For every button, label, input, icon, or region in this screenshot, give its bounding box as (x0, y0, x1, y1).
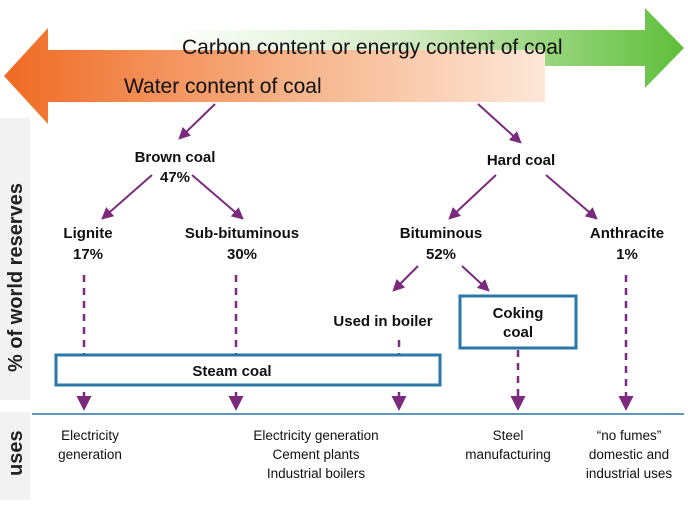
use-anthracite-line2: domestic and (589, 447, 669, 462)
arrow-to-lignite (101, 174, 153, 220)
arrow-to-sub-bituminous (191, 174, 244, 220)
sub-bituminous-percent: 30% (227, 246, 257, 263)
use-anthracite-line3: industrial uses (586, 466, 673, 481)
use-sub-bituminous-line2: Cement plants (272, 447, 359, 462)
steam-coal-label: Steam coal (192, 363, 271, 380)
uses-axis-label: uses (5, 430, 27, 476)
use-coking-line2: manufacturing (465, 447, 551, 462)
hierarchy-arrows (101, 103, 598, 292)
lignite-label: Lignite (63, 225, 112, 242)
anthracite-percent: 1% (616, 246, 638, 263)
arrow-to-bituminous (448, 174, 497, 220)
water-content-arrow (4, 28, 545, 124)
use-coking-line1: Steel (493, 428, 524, 443)
lignite-percent: 17% (73, 246, 103, 263)
use-lignite-line2: generation (58, 447, 122, 462)
use-anthracite-line1: “no fumes” (597, 428, 662, 443)
arrow-to-brown-coal (178, 103, 216, 140)
reserves-sidebar (0, 118, 30, 400)
use-sub-bituminous-line3: Industrial boilers (267, 466, 366, 481)
carbon-arrow-label: Carbon content or energy content of coal (182, 36, 563, 59)
uses-sidebar (0, 412, 30, 500)
use-lignite-line1: Electricity (61, 428, 119, 443)
carbon-content-arrow (165, 8, 684, 88)
coking-coal-label-line2: coal (503, 324, 533, 341)
arrow-to-hard-coal (477, 103, 522, 144)
reserves-axis-label: % of world reserves (5, 183, 27, 372)
brown-coal-label: Brown coal (135, 149, 216, 166)
water-arrow-label: Water content of coal (124, 75, 322, 98)
used-in-boiler-label: Used in boiler (333, 313, 432, 330)
hard-coal-label: Hard coal (487, 152, 555, 169)
use-sub-bituminous-line1: Electricity generation (253, 428, 378, 443)
coking-coal-box (458, 294, 578, 350)
bituminous-percent: 52% (426, 246, 456, 263)
bituminous-label: Bituminous (400, 225, 483, 242)
sub-bituminous-label: Sub-bituminous (185, 225, 299, 242)
arrow-to-anthracite (545, 174, 598, 220)
arrow-to-used-in-boiler (392, 265, 419, 292)
arrow-to-coking-coal (461, 265, 490, 292)
brown-coal-percent: 47% (160, 169, 190, 186)
coking-coal-label-line1: Coking (493, 305, 544, 322)
anthracite-label: Anthracite (590, 225, 664, 242)
steam-coal-box (54, 353, 442, 387)
